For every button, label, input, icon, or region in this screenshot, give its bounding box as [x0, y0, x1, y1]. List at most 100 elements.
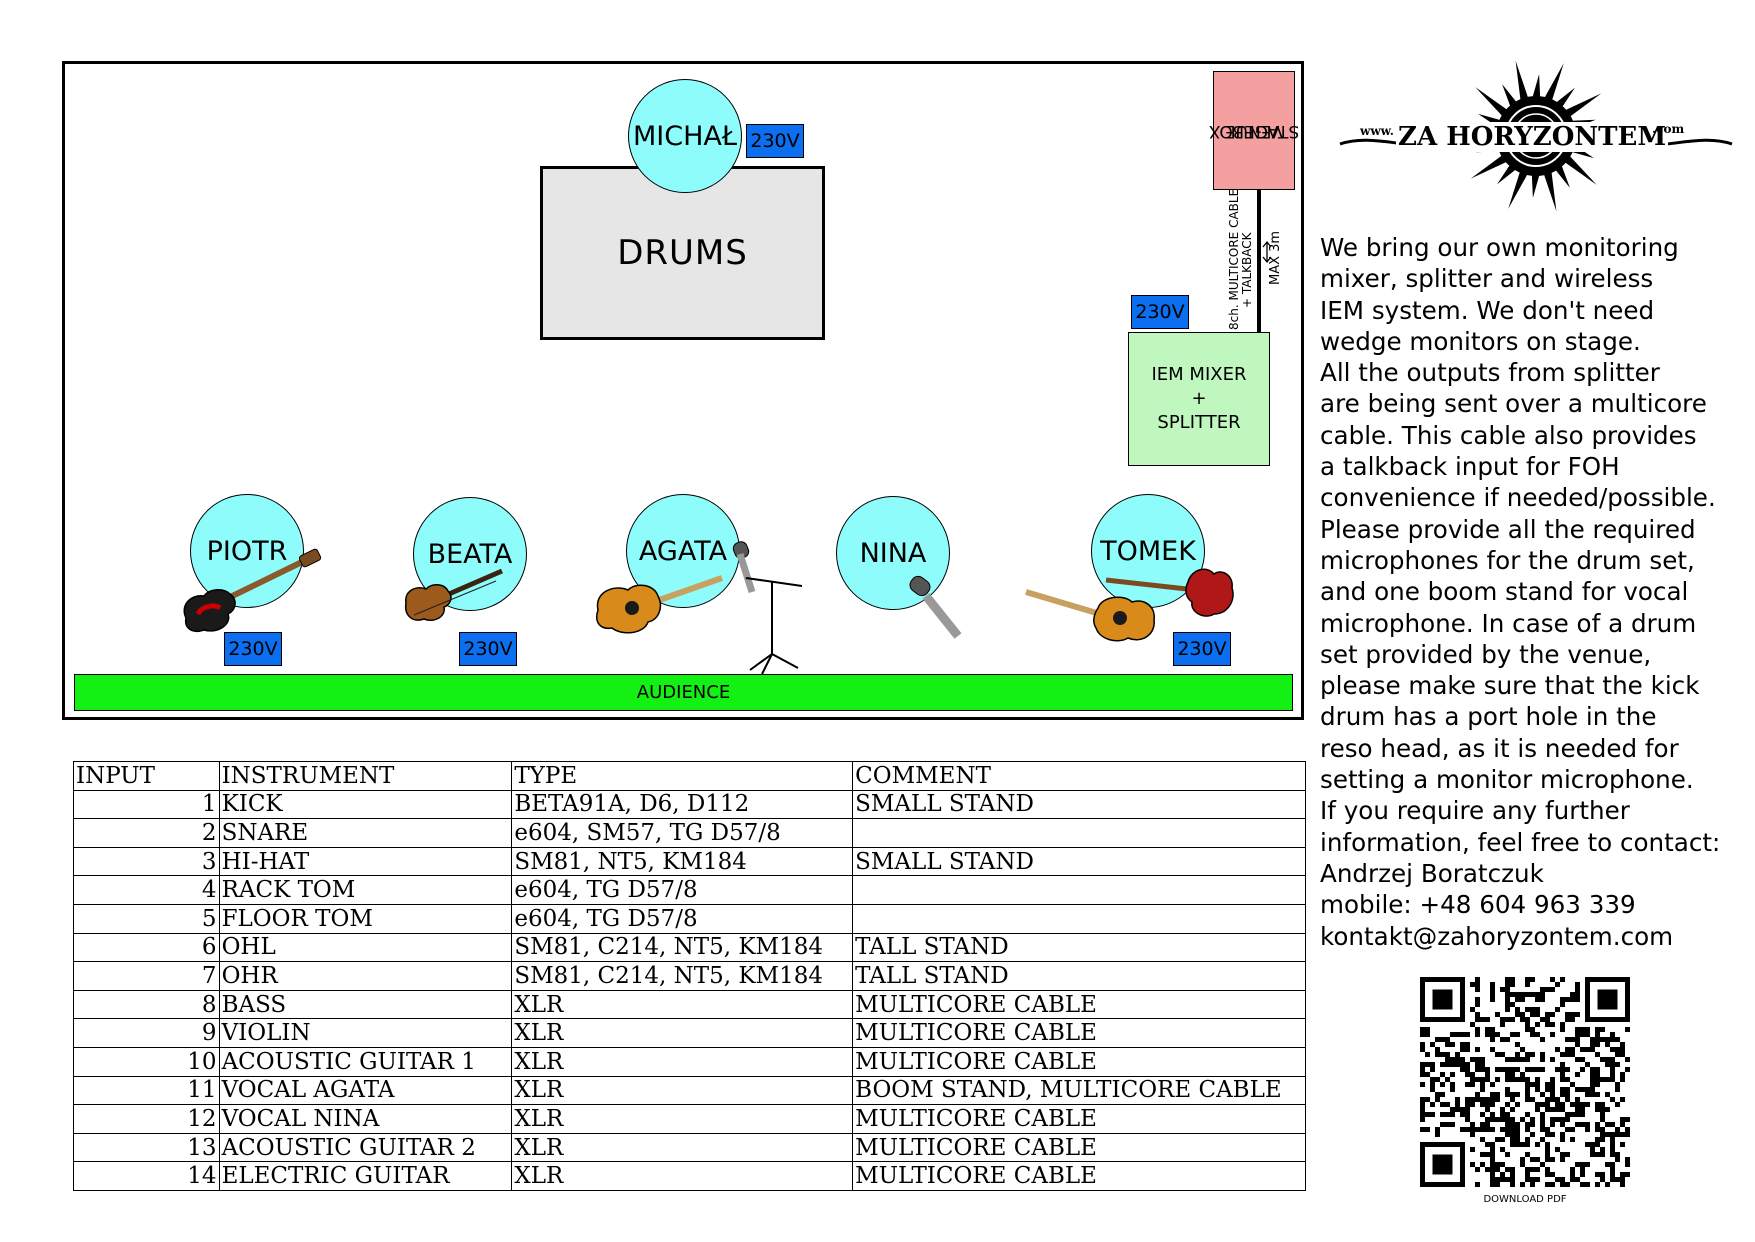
info-line: mixer, splitter and wireless: [1320, 264, 1654, 294]
table-cell-comment: MULTICORE CABLE: [852, 1046, 1306, 1077]
table-cell-instrument: VOCAL NINA: [218, 1104, 513, 1134]
info-line: drum has a port hole in the: [1320, 702, 1657, 732]
table-cell-type: XLR: [511, 1132, 854, 1163]
logo-com: .com: [1652, 122, 1685, 136]
info-line: We bring our own monitoring: [1320, 233, 1679, 262]
table-cell-type: SM81, C214, NT5, KM184: [511, 932, 854, 963]
cable-length-arrow-icon: [1262, 240, 1272, 264]
table-cell-comment: MULTICORE CABLE: [852, 1104, 1306, 1134]
table-cell-input: 9: [73, 1018, 220, 1048]
table-cell-input: 4: [73, 875, 220, 905]
info-line: mobile: +48 604 963 339: [1320, 890, 1636, 920]
acoustic-guitar-icon-agata: [596, 575, 723, 634]
qr-caption: DOWNLOAD PDF: [1483, 1194, 1567, 1205]
table-cell-input: 2: [73, 818, 220, 848]
power-outlet-piotr: 230V: [224, 632, 282, 666]
info-line: convenience if needed/possible.: [1320, 483, 1716, 513]
musician-michal: MICHAŁ: [628, 79, 742, 193]
info-line: microphones for the drum set,: [1320, 545, 1695, 575]
table-cell-type: BETA91A, D6, D112: [511, 789, 854, 820]
table-cell-input: 1: [73, 789, 220, 820]
table-cell-type: XLR: [511, 1075, 854, 1106]
table-header-cell: TYPE: [511, 761, 854, 791]
drums-label: DRUMS: [617, 233, 748, 273]
table-cell-comment: MULTICORE CABLE: [852, 1018, 1306, 1048]
table-cell-comment: SMALL STAND: [852, 846, 1306, 877]
table-cell-type: SM81, C214, NT5, KM184: [511, 961, 854, 991]
table-cell-instrument: ACOUSTIC GUITAR 1: [218, 1046, 513, 1077]
info-line: microphone. In case of a drum: [1320, 608, 1697, 638]
power-outlet-drums: 230V: [746, 124, 804, 158]
info-line: and one boom stand for vocal: [1320, 577, 1689, 607]
mic-stand-icon: [745, 577, 803, 675]
table-cell-instrument: KICK: [218, 789, 513, 820]
table-cell-type: XLR: [511, 1018, 854, 1048]
table-cell-comment: SMALL STAND: [852, 789, 1306, 820]
info-line: cable. This cable also provides: [1320, 420, 1697, 450]
table-cell-comment: MULTICORE CABLE: [852, 1132, 1306, 1163]
power-outlet-tomek: 230V: [1173, 632, 1231, 666]
table-cell-type: e604, TG D57/8: [511, 903, 854, 934]
logo-name: ZA HORYZONTEM: [1396, 122, 1669, 152]
multicore-cable: [1257, 190, 1261, 332]
table-cell-comment: MULTICORE CABLE: [852, 1161, 1306, 1191]
table-cell-type: e604, SM57, TG D57/8: [511, 818, 854, 848]
info-line: set provided by the venue,: [1320, 639, 1652, 669]
table-cell-instrument: OHL: [218, 932, 513, 963]
table-cell-input: 3: [73, 846, 220, 877]
qr-code[interactable]: [1420, 977, 1630, 1187]
table-cell-instrument: ACOUSTIC GUITAR 2: [218, 1132, 513, 1163]
table-cell-instrument: OHR: [218, 961, 513, 991]
table-cell-comment: [852, 875, 1306, 905]
table-cell-instrument: HI-HAT: [218, 846, 513, 877]
table-cell-input: 14: [73, 1161, 220, 1191]
table-cell-type: XLR: [511, 1104, 854, 1134]
audience-area: AUDIENCE: [74, 674, 1293, 711]
table-cell-comment: TALL STAND: [852, 932, 1306, 963]
info-line: wedge monitors on stage.: [1320, 326, 1641, 356]
table-cell-input: 13: [73, 1132, 220, 1163]
info-line: please make sure that the kick: [1320, 671, 1700, 701]
info-line: Please provide all the required: [1320, 514, 1696, 544]
info-line: a talkback input for FOH: [1320, 452, 1620, 482]
violin-icon: [404, 568, 503, 621]
table-cell-comment: BOOM STAND, MULTICORE CABLE: [852, 1075, 1306, 1106]
table-header-cell: COMMENT: [852, 761, 1306, 791]
microphone-icon-agata: [732, 541, 756, 594]
table-cell-input: 6: [73, 932, 220, 963]
table-cell-input: 11: [73, 1075, 220, 1106]
table-header-row: INPUT INSTRUMENT TYPE COMMENT: [73, 761, 1306, 791]
table-cell-instrument: FLOOR TOM: [218, 903, 513, 934]
power-outlet-iem: 230V: [1131, 295, 1189, 329]
microphone-icon-nina: [909, 575, 962, 639]
table-cell-type: XLR: [511, 989, 854, 1020]
table-cell-input: 5: [73, 903, 220, 934]
table-cell-input: 10: [73, 1046, 220, 1077]
table-header-cell: INPUT: [73, 761, 220, 791]
table-header-cell: INSTRUMENT: [218, 761, 513, 791]
cable-label: 8ch. MULTICORE CABLE+ TALKBACK: [1227, 188, 1254, 330]
info-line: If you require any further: [1320, 796, 1630, 826]
table-cell-comment: TALL STAND: [852, 961, 1306, 991]
table-cell-type: SM81, NT5, KM184: [511, 846, 854, 877]
info-line: IEM system. We don't need: [1320, 295, 1655, 325]
table-cell-input: 12: [73, 1104, 220, 1134]
electric-guitar-icon: [1105, 568, 1234, 617]
musician-name: MICHAŁ: [632, 120, 738, 152]
iem-mixer-splitter: IEM MIXER + SPLITTER: [1128, 332, 1270, 466]
table-cell-instrument: SNARE: [218, 818, 513, 848]
